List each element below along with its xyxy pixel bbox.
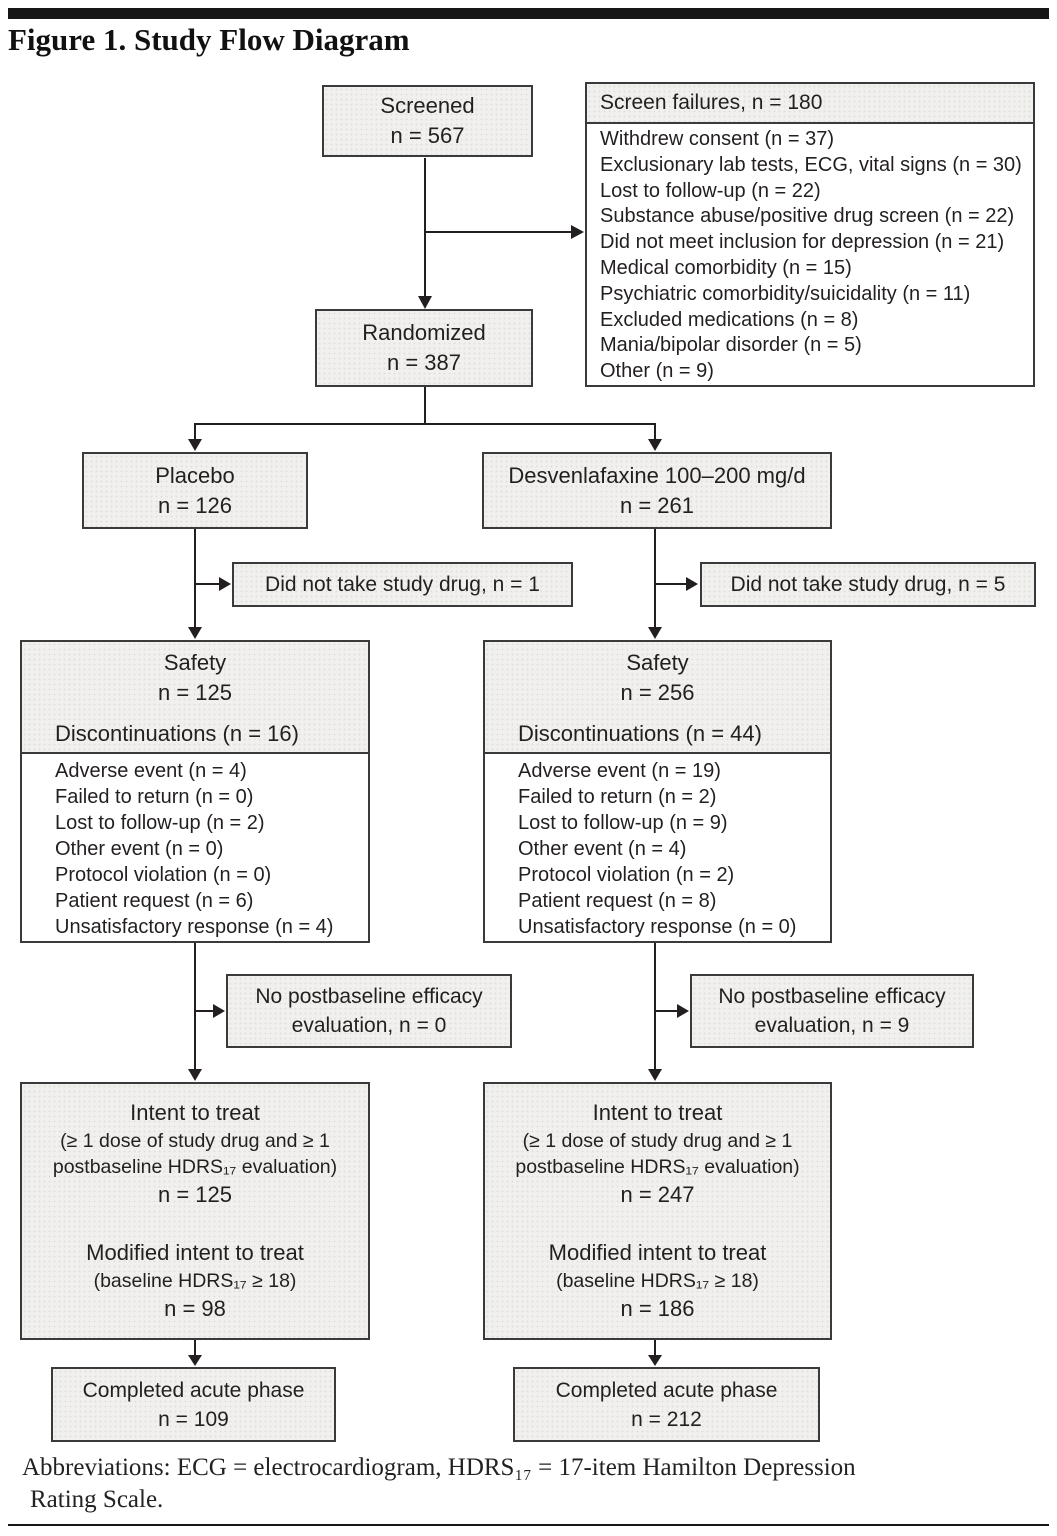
mitt-right-title: Modified intent to treat <box>548 1240 767 1265</box>
mitt-right-count: n = 186 <box>620 1296 695 1321</box>
safety-right-discontinuations: Discontinuations (n = 44) <box>518 721 762 746</box>
list-item: Adverse event (n = 4) <box>55 760 247 782</box>
screen-failures-list: Withdrew consent (n = 37) Exclusionary la… <box>587 124 1033 385</box>
safety-right-count: n = 256 <box>620 680 695 705</box>
did-not-take-right-box: Did not take study drug, n = 5 <box>700 562 1036 607</box>
safety-right-list: Adverse event (n = 19) Failed to return (… <box>485 754 830 941</box>
connector-itt-to-completed <box>188 1340 662 1366</box>
list-item: Other event (n = 4) <box>518 838 687 860</box>
list-item: Other (n = 9) <box>600 360 714 383</box>
list-item: Psychiatric comorbidity/suicidality (n =… <box>600 282 971 305</box>
list-item: Withdrew consent (n = 37) <box>600 128 834 150</box>
list-item: Excluded medications (n = 8) <box>600 308 859 331</box>
list-item: Exclusionary lab tests, ECG, vital signs… <box>600 153 1022 176</box>
no-postbaseline-left-line2: evaluation, n = 0 <box>291 1014 447 1037</box>
safety-left-title: Safety <box>163 650 227 675</box>
screened-label: Screened <box>380 93 475 118</box>
list-item: Other event (n = 0) <box>55 838 224 860</box>
randomized-label: Randomized <box>362 320 486 345</box>
did-not-take-left-box: Did not take study drug, n = 1 <box>232 562 573 607</box>
list-item: Substance abuse/positive drug screen (n … <box>600 205 1015 228</box>
list-item: Medical comorbidity (n = 15) <box>600 256 852 279</box>
list-item: Did not meet inclusion for depression (n… <box>600 231 1005 254</box>
placebo-label: Placebo <box>155 462 235 488</box>
safety-left-box: Safety n = 125 Discontinuations (n = 16)… <box>20 640 370 943</box>
abbreviations-footnote: Abbreviations: ECG = electrocardiogram, … <box>22 1452 1032 1516</box>
screened-box: Screened n = 567 <box>322 85 533 157</box>
itt-left-title: Intent to treat <box>130 1100 260 1125</box>
no-postbaseline-right-box: No postbaseline efficacy evaluation, n =… <box>690 974 974 1048</box>
connector-randomized-split <box>188 387 662 451</box>
itt-right-box: Intent to treat (≥ 1 dose of study drug … <box>483 1082 832 1340</box>
list-item: Adverse event (n = 19) <box>518 760 721 782</box>
list-item: Failed to return (n = 0) <box>55 786 254 808</box>
screen-failures-box: Screen failures, n = 180 Withdrew consen… <box>585 82 1035 387</box>
mitt-right-criteria: (baseline HDRS₁₇ ≥ 18) <box>556 1270 759 1292</box>
itt-left-criteria1: (≥ 1 dose of study drug and ≥ 1 <box>60 1130 330 1152</box>
desvenlafaxine-label: Desvenlafaxine 100–200 mg/d <box>508 462 806 488</box>
connector-screened-to-randomized <box>418 158 584 309</box>
safety-right-title: Safety <box>626 650 689 675</box>
did-not-take-left-text: Did not take study drug, n = 1 <box>265 573 540 596</box>
safety-left-list: Adverse event (n = 4) Failed to return (n… <box>22 754 368 941</box>
list-item: Lost to follow-up (n = 22) <box>600 179 821 202</box>
list-item: Patient request (n = 8) <box>518 890 717 912</box>
completed-right-label: Completed acute phase <box>555 1378 778 1402</box>
safety-right-box: Safety n = 256 Discontinuations (n = 44)… <box>483 640 832 943</box>
completed-right-count: n = 212 <box>631 1407 702 1431</box>
list-item: Unsatisfactory response (n = 4) <box>55 916 334 938</box>
desvenlafaxine-arm-box: Desvenlafaxine 100–200 mg/d n = 261 <box>482 452 832 529</box>
list-item: Protocol violation (n = 2) <box>518 864 735 886</box>
connector-desvenlafaxine-to-safety <box>648 529 698 639</box>
no-postbaseline-right-line1: No postbaseline efficacy <box>718 985 946 1008</box>
safety-left-count: n = 125 <box>157 680 232 705</box>
randomized-count: n = 387 <box>386 350 461 375</box>
top-rule <box>8 8 1049 19</box>
list-item: Mania/bipolar disorder (n = 5) <box>600 334 862 357</box>
completed-left-count: n = 109 <box>158 1407 229 1431</box>
completed-right-box: Completed acute phase n = 212 <box>513 1367 820 1442</box>
randomized-box: Randomized n = 387 <box>315 309 533 387</box>
no-postbaseline-left-line1: No postbaseline efficacy <box>255 985 483 1008</box>
list-item: Lost to follow-up (n = 2) <box>55 812 265 834</box>
placebo-arm-box: Placebo n = 126 <box>82 452 308 529</box>
list-item: Failed to return (n = 2) <box>518 786 717 808</box>
mitt-left-count: n = 98 <box>164 1296 226 1321</box>
itt-left-criteria2: postbaseline HDRS₁₇ evaluation) <box>52 1156 338 1178</box>
itt-right-criteria2: postbaseline HDRS₁₇ evaluation) <box>515 1156 800 1178</box>
abbreviations-line1: Abbreviations: ECG = electrocardiogram, … <box>22 1454 856 1481</box>
connector-safety-to-itt-left <box>188 943 225 1081</box>
bottom-rule <box>8 1524 1049 1526</box>
itt-right-criteria1: (≥ 1 dose of study drug and ≥ 1 <box>522 1130 793 1152</box>
itt-left-count: n = 125 <box>157 1182 232 1207</box>
itt-right-count: n = 247 <box>620 1182 695 1207</box>
mitt-left-title: Modified intent to treat <box>86 1240 304 1265</box>
itt-right-title: Intent to treat <box>592 1100 723 1125</box>
mitt-left-criteria: (baseline HDRS₁₇ ≥ 18) <box>93 1270 297 1292</box>
no-postbaseline-right-line2: evaluation, n = 9 <box>754 1014 910 1037</box>
list-item: Unsatisfactory response (n = 0) <box>518 916 797 938</box>
completed-left-label: Completed acute phase <box>82 1378 305 1402</box>
screen-failures-header: Screen failures, n = 180 <box>587 84 1033 124</box>
abbreviations-line2: Rating Scale. <box>30 1486 164 1513</box>
safety-right-header: Safety n = 256 Discontinuations (n = 44) <box>485 642 830 754</box>
no-postbaseline-left-box: No postbaseline efficacy evaluation, n =… <box>226 974 512 1048</box>
itt-left-box: Intent to treat (≥ 1 dose of study drug … <box>20 1082 370 1340</box>
placebo-count: n = 126 <box>157 492 232 518</box>
safety-left-header: Safety n = 125 Discontinuations (n = 16) <box>22 642 368 754</box>
list-item: Lost to follow-up (n = 9) <box>518 812 728 834</box>
completed-left-box: Completed acute phase n = 109 <box>51 1367 336 1442</box>
list-item: Protocol violation (n = 0) <box>55 864 272 886</box>
desvenlafaxine-count: n = 261 <box>619 492 694 518</box>
connector-placebo-to-safety <box>188 529 231 639</box>
figure-title: Figure 1. Study Flow Diagram <box>8 22 410 57</box>
did-not-take-right-text: Did not take study drug, n = 5 <box>730 573 1006 596</box>
safety-left-discontinuations: Discontinuations (n = 16) <box>55 721 299 746</box>
connector-safety-to-itt-right <box>648 943 689 1081</box>
list-item: Patient request (n = 6) <box>55 890 254 912</box>
screened-count: n = 567 <box>390 123 465 148</box>
